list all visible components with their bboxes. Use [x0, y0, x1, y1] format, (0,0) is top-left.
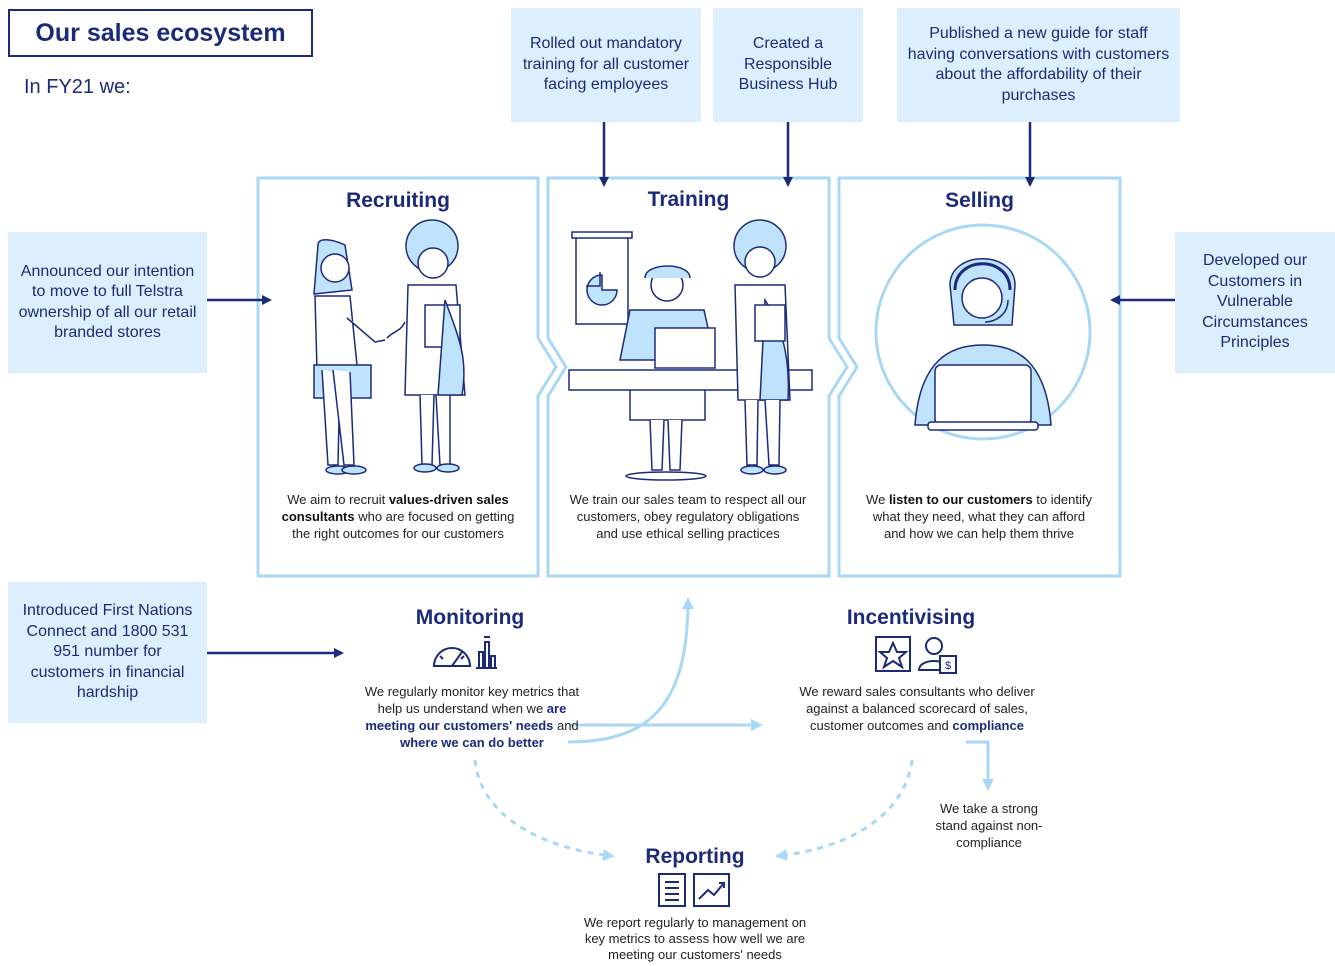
note-retail-ownership: Announced our intention to move to full … [8, 232, 207, 373]
recruiting-heading: Recruiting [346, 189, 450, 212]
document-list-icon [658, 873, 686, 907]
reporting-heading: Reporting [645, 845, 745, 868]
note-vulnerable-principles: Developed our Customers in Vulnerable Ci… [1175, 232, 1335, 373]
recruiting-illustration [313, 219, 466, 475]
incentivising-heading: Incentivising [846, 606, 976, 629]
selling-panel [837, 176, 1122, 578]
note-affordability-guide: Published a new guide for staff having c… [897, 8, 1180, 122]
training-heading: Training [647, 188, 730, 211]
star-icon [875, 636, 911, 672]
reporting-description: We report regularly to management on key… [583, 915, 807, 962]
noncompliance-text: We take a strong stand against non-compl… [935, 801, 1043, 850]
selling-illustration [874, 223, 1092, 441]
monitoring-description: We regularly monitor key metrics that he… [364, 684, 580, 750]
note-first-nations: Introduced First Nations Connect and 180… [8, 582, 207, 723]
training-description: We train our sales team to respect all o… [569, 492, 807, 541]
trend-chart-icon [693, 873, 730, 907]
recruiting-panel [256, 176, 558, 578]
recruiting-description: We aim to recruit values-driven sales co… [281, 492, 515, 541]
page-title: Our sales ecosystem [8, 9, 313, 57]
flow-monitoring-to-training [567, 597, 694, 744]
speedometer-icon [432, 647, 472, 667]
incentivising-description: We reward sales consultants who deliver … [799, 684, 1035, 733]
page-subtitle: In FY21 we: [24, 76, 131, 98]
training-panel [546, 176, 849, 578]
selling-heading: Selling [945, 189, 1014, 212]
flow-incentivising-to-reporting [775, 759, 914, 861]
note-training-rollout: Rolled out mandatory training for all cu… [511, 8, 701, 122]
flow-monitoring-to-reporting [473, 759, 615, 861]
note-responsible-hub: Created a Responsible Business Hub [713, 8, 863, 122]
selling-description: We listen to our customers to identify w… [866, 492, 1092, 541]
bar-chart-icon [476, 636, 497, 669]
training-illustration [568, 219, 813, 481]
svg-text:$: $ [945, 660, 951, 672]
flow-compliance [966, 740, 994, 791]
monitoring-heading: Monitoring [415, 606, 525, 629]
person-dollar-icon: $ [917, 637, 957, 674]
